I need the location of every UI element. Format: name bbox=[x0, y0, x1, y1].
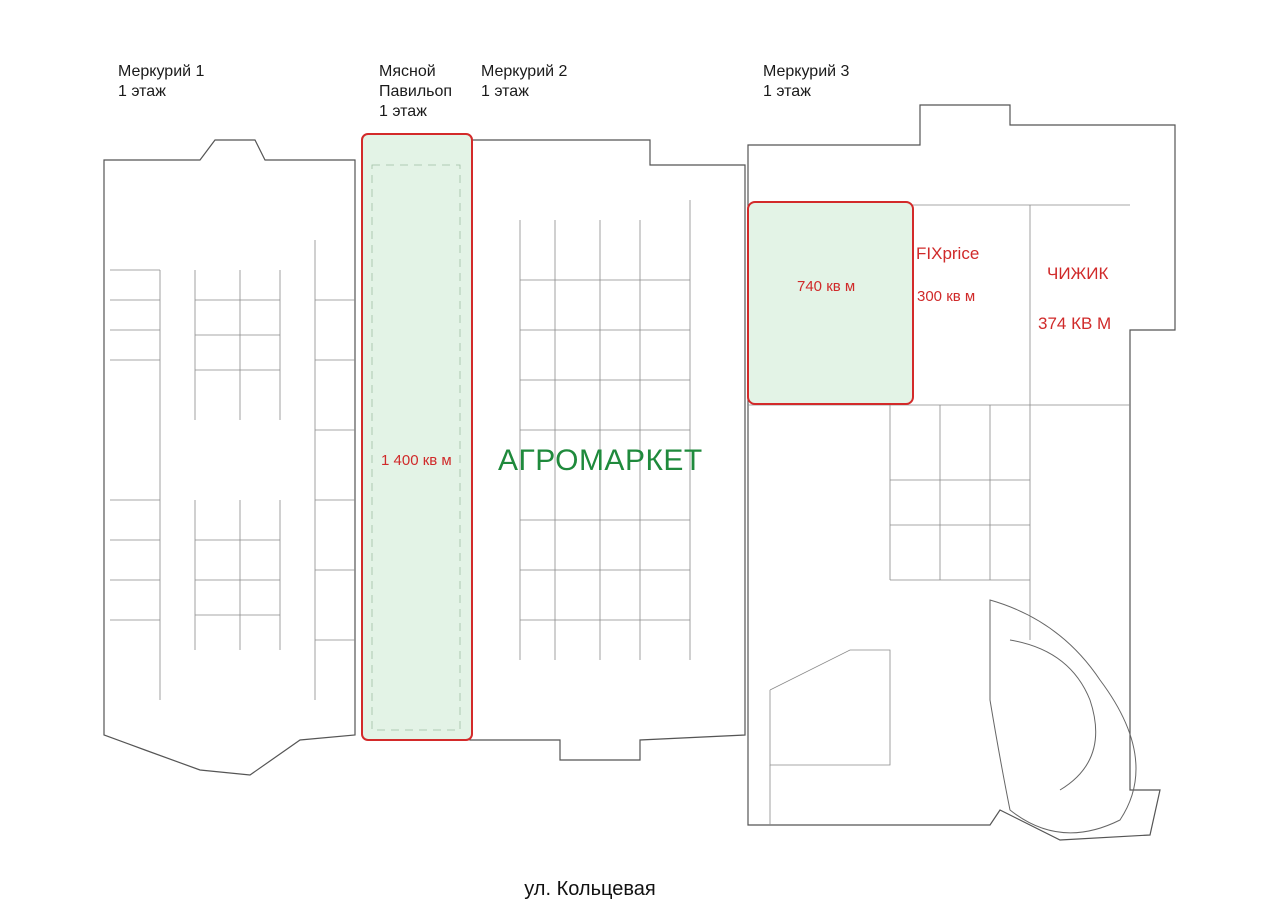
merkuriy-1-outline bbox=[103, 139, 356, 776]
fixprice-area-label: 300 кв м bbox=[917, 288, 976, 305]
merkuriy-3-740-highlight bbox=[747, 201, 914, 405]
agromarket-label: АГРОМАРКЕТ bbox=[498, 444, 703, 477]
header-meat-pavilion: Мясной Павильоп 1 этаж bbox=[379, 63, 453, 120]
meat-pavilion-highlight bbox=[361, 133, 473, 741]
header-merkuriy-2: Меркурий 2 1 этаж bbox=[481, 63, 568, 100]
merkuriy-3-area-label: 740 кв м bbox=[797, 278, 856, 295]
fixprice-name: FIXprice bbox=[916, 244, 980, 263]
chizhik-name: ЧИЖИК bbox=[1047, 264, 1109, 283]
header-merkuriy-3: Меркурий 3 1 этаж bbox=[763, 63, 850, 100]
merkuriy-2-outline bbox=[469, 139, 746, 761]
header-merkuriy-1: Меркурий 1 1 этаж bbox=[118, 63, 205, 100]
chizhik-area-label: 374 КВ М bbox=[1038, 314, 1112, 333]
meat-pavilion-area-label: 1 400 кв м bbox=[381, 452, 452, 469]
merkuriy-3-outline bbox=[747, 104, 1176, 841]
street-label: ул. Кольцевая bbox=[524, 878, 656, 900]
